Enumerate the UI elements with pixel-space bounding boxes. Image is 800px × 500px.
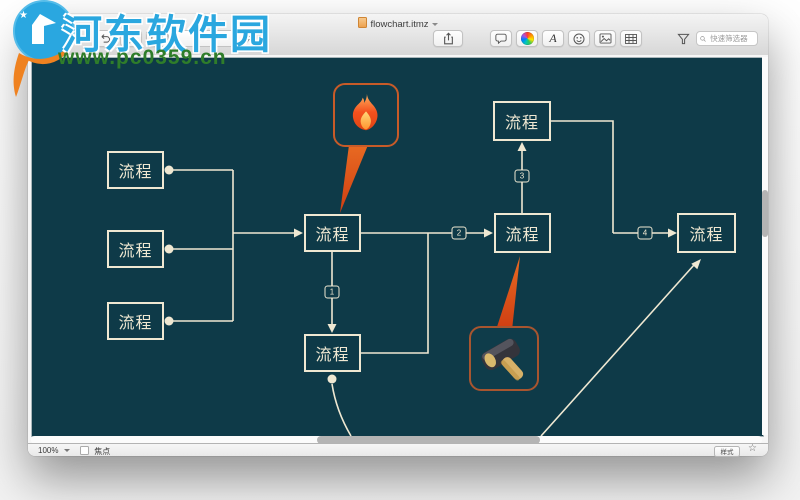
node-right-center[interactable]: 流程 bbox=[494, 213, 551, 253]
svg-text:★: ★ bbox=[19, 10, 28, 21]
zoom-level-value: 100% bbox=[38, 445, 59, 455]
status-bar: 100% 焦点 样式 ☆ bbox=[28, 443, 768, 457]
badge-label: 1 bbox=[329, 287, 335, 297]
emoji-button[interactable] bbox=[568, 30, 590, 47]
vertical-scrollbar-thumb[interactable] bbox=[762, 190, 768, 237]
smiley-icon bbox=[573, 33, 585, 44]
image-icon bbox=[599, 33, 611, 44]
focus-toggle[interactable]: 焦点 bbox=[80, 445, 111, 457]
node-left-2[interactable]: 流程 bbox=[107, 230, 164, 268]
node-label: 流程 bbox=[504, 115, 539, 132]
mindmap-canvas[interactable]: 流程 流程 流程 流程 流程 流程 流程 流程 1 2 3 4 bbox=[31, 57, 764, 437]
window-title-text: flowchart.itmz bbox=[370, 19, 429, 30]
node-label: 流程 bbox=[118, 243, 153, 260]
topic-shape-dropdown[interactable] bbox=[168, 30, 254, 47]
font-button[interactable]: A bbox=[542, 30, 564, 47]
search-input[interactable] bbox=[708, 33, 754, 44]
color-wheel-icon bbox=[520, 32, 534, 45]
window-chrome: flowchart.itmz A bbox=[28, 14, 768, 56]
share-icon bbox=[443, 32, 453, 45]
document-area: 流程 流程 流程 流程 流程 流程 流程 流程 1 2 3 4 bbox=[28, 55, 768, 444]
flowchart-connectors bbox=[164, 120, 701, 436]
callout-hammer[interactable] bbox=[469, 326, 539, 391]
style-button[interactable]: 样式 bbox=[714, 445, 740, 457]
font-icon: A bbox=[549, 31, 557, 45]
fire-icon bbox=[352, 93, 378, 131]
node-left-1[interactable]: 流程 bbox=[107, 151, 164, 189]
table-button[interactable] bbox=[620, 30, 642, 47]
stepper-icon bbox=[244, 33, 250, 43]
image-button[interactable] bbox=[594, 30, 616, 47]
favorite-star-icon[interactable]: ☆ bbox=[748, 443, 757, 454]
node-left-3[interactable]: 流程 bbox=[107, 302, 164, 340]
node-label: 流程 bbox=[689, 227, 724, 244]
grid-icon bbox=[625, 33, 637, 44]
hammer-icon bbox=[481, 338, 524, 381]
color-button[interactable] bbox=[516, 30, 538, 47]
app-window: flowchart.itmz A bbox=[28, 14, 768, 457]
share-button[interactable] bbox=[433, 30, 463, 47]
node-far-right[interactable]: 流程 bbox=[677, 213, 736, 253]
node-label: 流程 bbox=[505, 227, 540, 244]
node-top-right[interactable]: 流程 bbox=[493, 101, 551, 141]
window-title[interactable]: flowchart.itmz bbox=[28, 17, 768, 30]
callout-fire[interactable] bbox=[333, 83, 399, 147]
vertical-scrollbar[interactable] bbox=[762, 57, 768, 435]
edit-button[interactable] bbox=[120, 30, 142, 47]
link-badge-1[interactable]: 1 bbox=[324, 285, 340, 299]
zoom-chevron-icon bbox=[63, 448, 70, 452]
search-icon bbox=[700, 35, 706, 42]
style-button-label: 样式 bbox=[720, 449, 734, 456]
node-center[interactable]: 流程 bbox=[304, 214, 361, 252]
badge-label: 4 bbox=[642, 228, 648, 238]
filter-button[interactable] bbox=[673, 30, 693, 47]
node-bottom-center[interactable]: 流程 bbox=[304, 334, 361, 372]
node-label: 流程 bbox=[315, 227, 350, 244]
link-badge-2[interactable]: 2 bbox=[451, 226, 467, 240]
note-button[interactable] bbox=[146, 30, 168, 47]
focus-checkbox[interactable] bbox=[80, 445, 89, 455]
undo-icon bbox=[101, 34, 110, 43]
node-label: 流程 bbox=[118, 315, 153, 332]
quick-filter-field[interactable] bbox=[696, 31, 758, 46]
note-icon bbox=[151, 33, 163, 44]
filter-funnel-icon bbox=[676, 33, 690, 44]
node-label: 流程 bbox=[118, 164, 153, 181]
node-label: 流程 bbox=[315, 347, 350, 364]
focus-label: 焦点 bbox=[94, 446, 111, 456]
title-chevron-icon bbox=[431, 23, 438, 26]
undo-button[interactable] bbox=[94, 30, 116, 47]
badge-label: 3 bbox=[519, 171, 525, 181]
link-badge-3[interactable]: 3 bbox=[514, 169, 530, 183]
callout-button[interactable] bbox=[490, 30, 512, 47]
horizontal-scrollbar[interactable] bbox=[31, 436, 762, 444]
speech-bubble-icon bbox=[495, 33, 507, 44]
link-badge-4[interactable]: 4 bbox=[637, 226, 653, 240]
document-icon bbox=[358, 17, 368, 28]
pencil-icon bbox=[127, 36, 135, 44]
badge-label: 2 bbox=[456, 228, 462, 238]
zoom-level-dropdown[interactable]: 100% bbox=[38, 446, 70, 455]
horizontal-scrollbar-thumb[interactable] bbox=[317, 436, 540, 444]
